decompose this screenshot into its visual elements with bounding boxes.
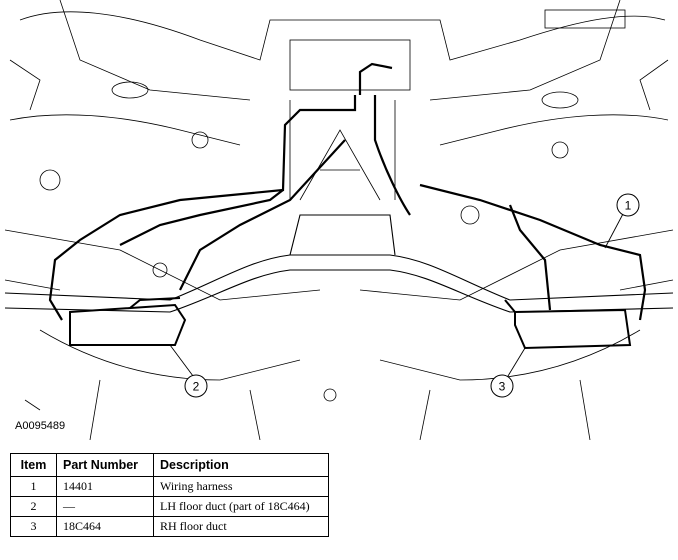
cross-member xyxy=(4,214,674,313)
leader-lines xyxy=(169,211,625,382)
header-description: Description xyxy=(153,453,329,477)
row-description: RH floor duct xyxy=(153,516,329,537)
lh-floor-duct xyxy=(69,297,187,346)
figure-id: A0095489 xyxy=(15,420,66,432)
wiring-harness xyxy=(48,62,647,321)
row-item: 1 xyxy=(10,476,57,497)
header-item: Item xyxy=(10,453,57,477)
floor-structure xyxy=(4,0,674,440)
row-item: 2 xyxy=(10,496,57,517)
callout-3: 3 xyxy=(490,374,514,398)
rh-floor-duct xyxy=(504,299,632,350)
table-row: 2 — LH floor duct (part of 18C464) xyxy=(10,496,329,517)
table-header-row: Item Part Number Description xyxy=(10,453,329,477)
callout-1: 1 xyxy=(616,193,640,217)
row-item: 3 xyxy=(10,516,57,537)
svg-text:1: 1 xyxy=(625,199,632,213)
table-row: 1 14401 Wiring harness xyxy=(10,476,329,497)
callout-2: 2 xyxy=(184,374,208,398)
svg-text:3: 3 xyxy=(499,380,506,394)
row-part-number: 14401 xyxy=(56,476,154,497)
header-part-number: Part Number xyxy=(56,453,154,477)
parts-table: Item Part Number Description 1 14401 Wir… xyxy=(10,453,329,537)
svg-text:2: 2 xyxy=(193,380,200,394)
table-row: 3 18C464 RH floor duct xyxy=(10,516,329,537)
row-description: Wiring harness xyxy=(153,476,329,497)
vehicle-floor-illustration: 1 2 3 xyxy=(4,0,674,440)
row-part-number: — xyxy=(56,496,154,517)
row-part-number: 18C464 xyxy=(56,516,154,537)
row-description: LH floor duct (part of 18C464) xyxy=(153,496,329,517)
